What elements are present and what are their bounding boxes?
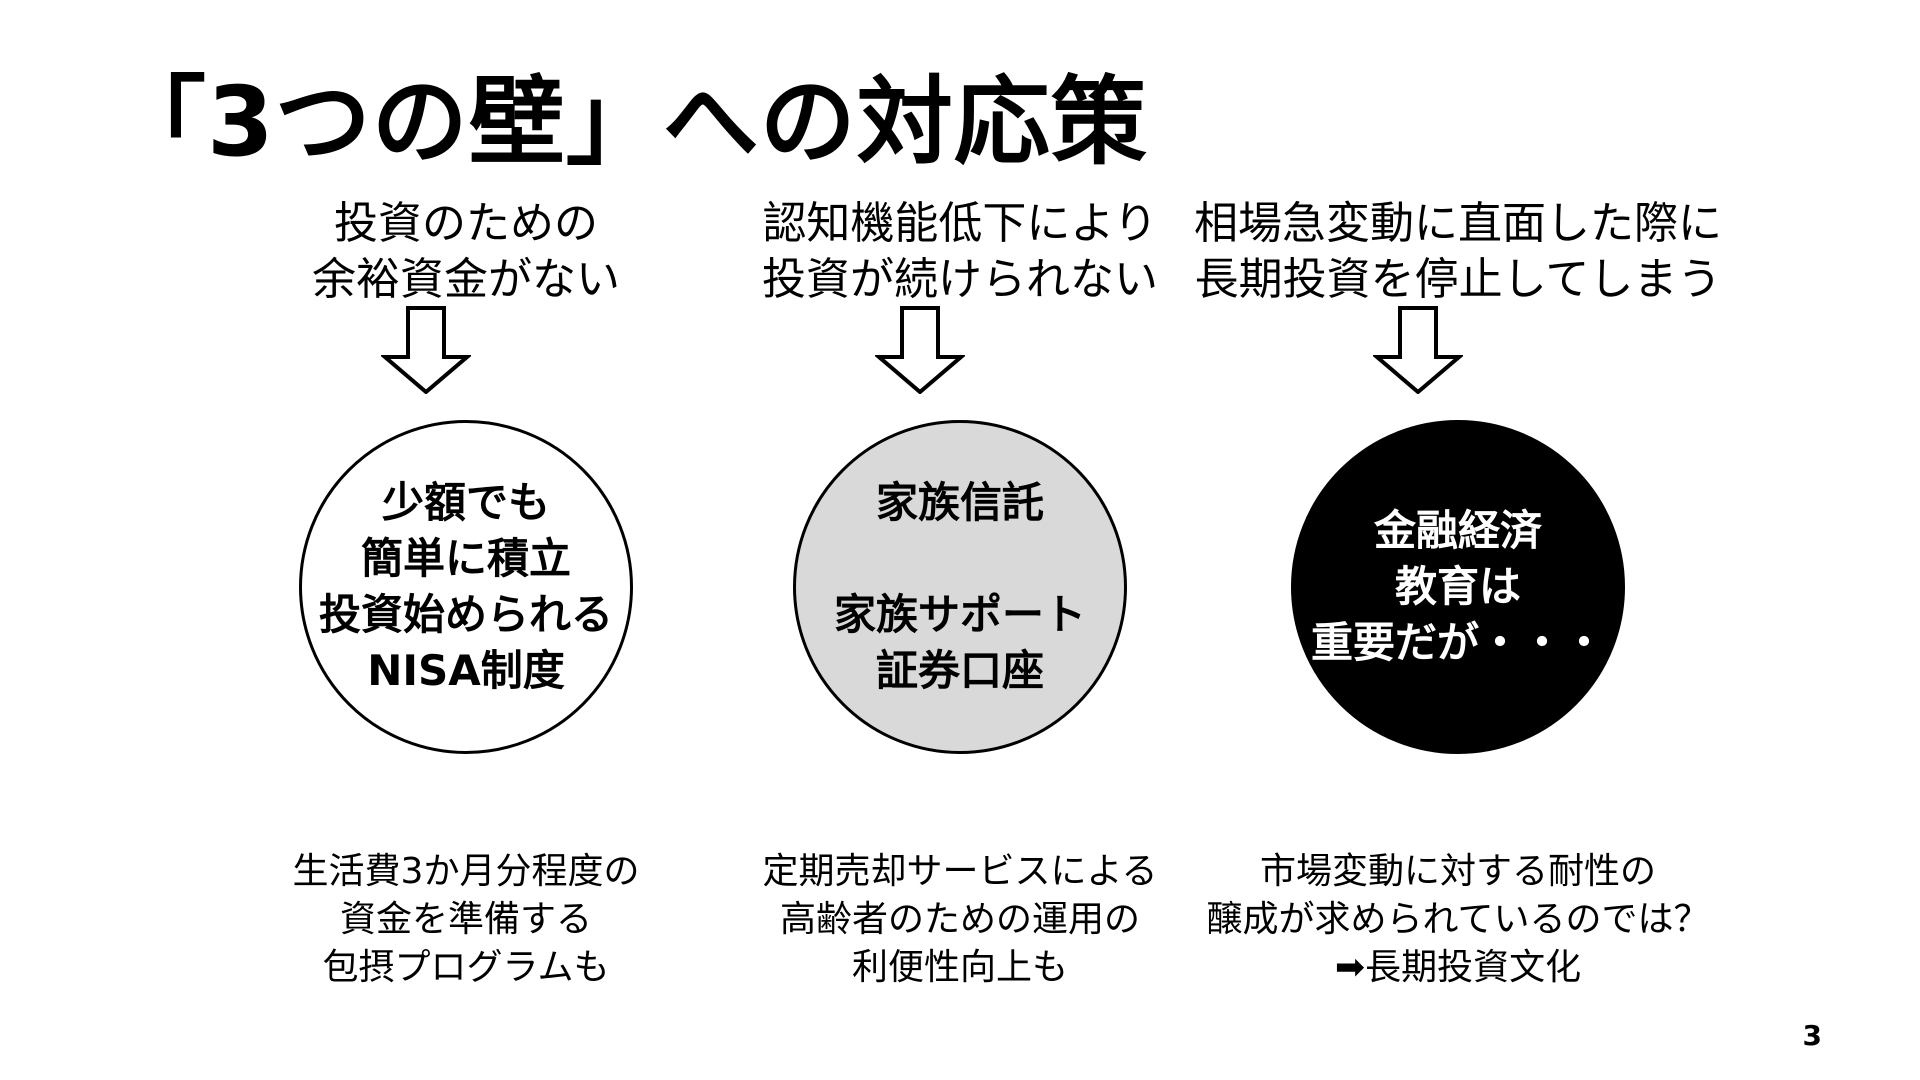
note-line: 生活費3か月分程度の (292, 851, 640, 892)
solution-circle: 家族信託 家族サポート 証券口座 (793, 420, 1127, 754)
note-line: 利便性向上も (851, 947, 1068, 988)
problem-line: 認知機能低下により (762, 198, 1158, 249)
note-line: 定期売却サービスによる (762, 851, 1158, 892)
solution-circle: 少額でも 簡単に積立 投資始められる NISA制度 (299, 420, 633, 754)
solution-line: 重要だが・・・ (1310, 618, 1605, 667)
note-line: 資金を準備する (339, 899, 592, 940)
note-line: 高齢者のための運用の (779, 899, 1140, 940)
solution-line: 家族信託 (875, 478, 1044, 527)
solution-text: 少額でも 簡単に積立 投資始められる NISA制度 (319, 475, 613, 699)
solution-line: 家族サポート (833, 590, 1086, 639)
note-line: 包摂プログラムも (322, 947, 610, 988)
countermeasure-column-2: 認知機能低下により 投資が続けられない 家族信託 家族サポート 証券口座 定期売… (680, 0, 1240, 1080)
problem-line: 投資が続けられない (762, 254, 1158, 305)
note-line: 醸成が求められているのでは？ (1206, 899, 1710, 940)
supplementary-note: 生活費3か月分程度の 資金を準備する 包摂プログラムも (186, 848, 746, 992)
countermeasure-column-1: 投資のための 余裕資金がない 少額でも 簡単に積立 投資始められる NISA制度… (186, 0, 746, 1080)
note-line: 市場変動に対する耐性の (1259, 851, 1656, 892)
solution-text: 金融経済 教育は 重要だが・・・ (1311, 503, 1605, 671)
solution-line: NISA制度 (367, 646, 565, 695)
down-arrow-icon (875, 306, 965, 394)
solution-circle: 金融経済 教育は 重要だが・・・ (1291, 420, 1625, 754)
problem-statement: 相場急変動に直面した際に 長期投資を停止してしまう (1178, 196, 1738, 308)
down-arrow-icon (1373, 306, 1463, 394)
supplementary-note: 市場変動に対する耐性の 醸成が求められているのでは？ ➡長期投資文化 (1178, 848, 1738, 992)
down-arrow-icon (381, 306, 471, 394)
problem-statement: 投資のための 余裕資金がない (186, 196, 746, 308)
supplementary-note: 定期売却サービスによる 高齢者のための運用の 利便性向上も (680, 848, 1240, 992)
slide-title: 「3つの壁」への対応策 (110, 66, 1148, 178)
countermeasure-column-3: 相場急変動に直面した際に 長期投資を停止してしまう 金融経済 教育は 重要だが・… (1178, 0, 1738, 1080)
note-line: ➡長期投資文化 (1334, 947, 1582, 988)
problem-line: 相場急変動に直面した際に (1194, 198, 1722, 249)
problem-statement: 認知機能低下により 投資が続けられない (680, 196, 1240, 308)
problem-line: 投資のための (334, 198, 598, 249)
solution-line: 教育は (1394, 562, 1521, 611)
page-number: 3 (1802, 1019, 1822, 1052)
solution-line: 金融経済 (1373, 506, 1542, 555)
problem-line: 長期投資を停止してしまう (1194, 254, 1722, 305)
solution-line: 簡単に積立 (360, 534, 571, 583)
solution-line: 少額でも (381, 478, 550, 527)
problem-line: 余裕資金がない (312, 254, 620, 305)
solution-line: 投資始められる (318, 590, 613, 639)
solution-line: 証券口座 (875, 646, 1044, 695)
solution-line-spacer (834, 531, 1086, 587)
solution-text: 家族信託 家族サポート 証券口座 (834, 475, 1086, 699)
